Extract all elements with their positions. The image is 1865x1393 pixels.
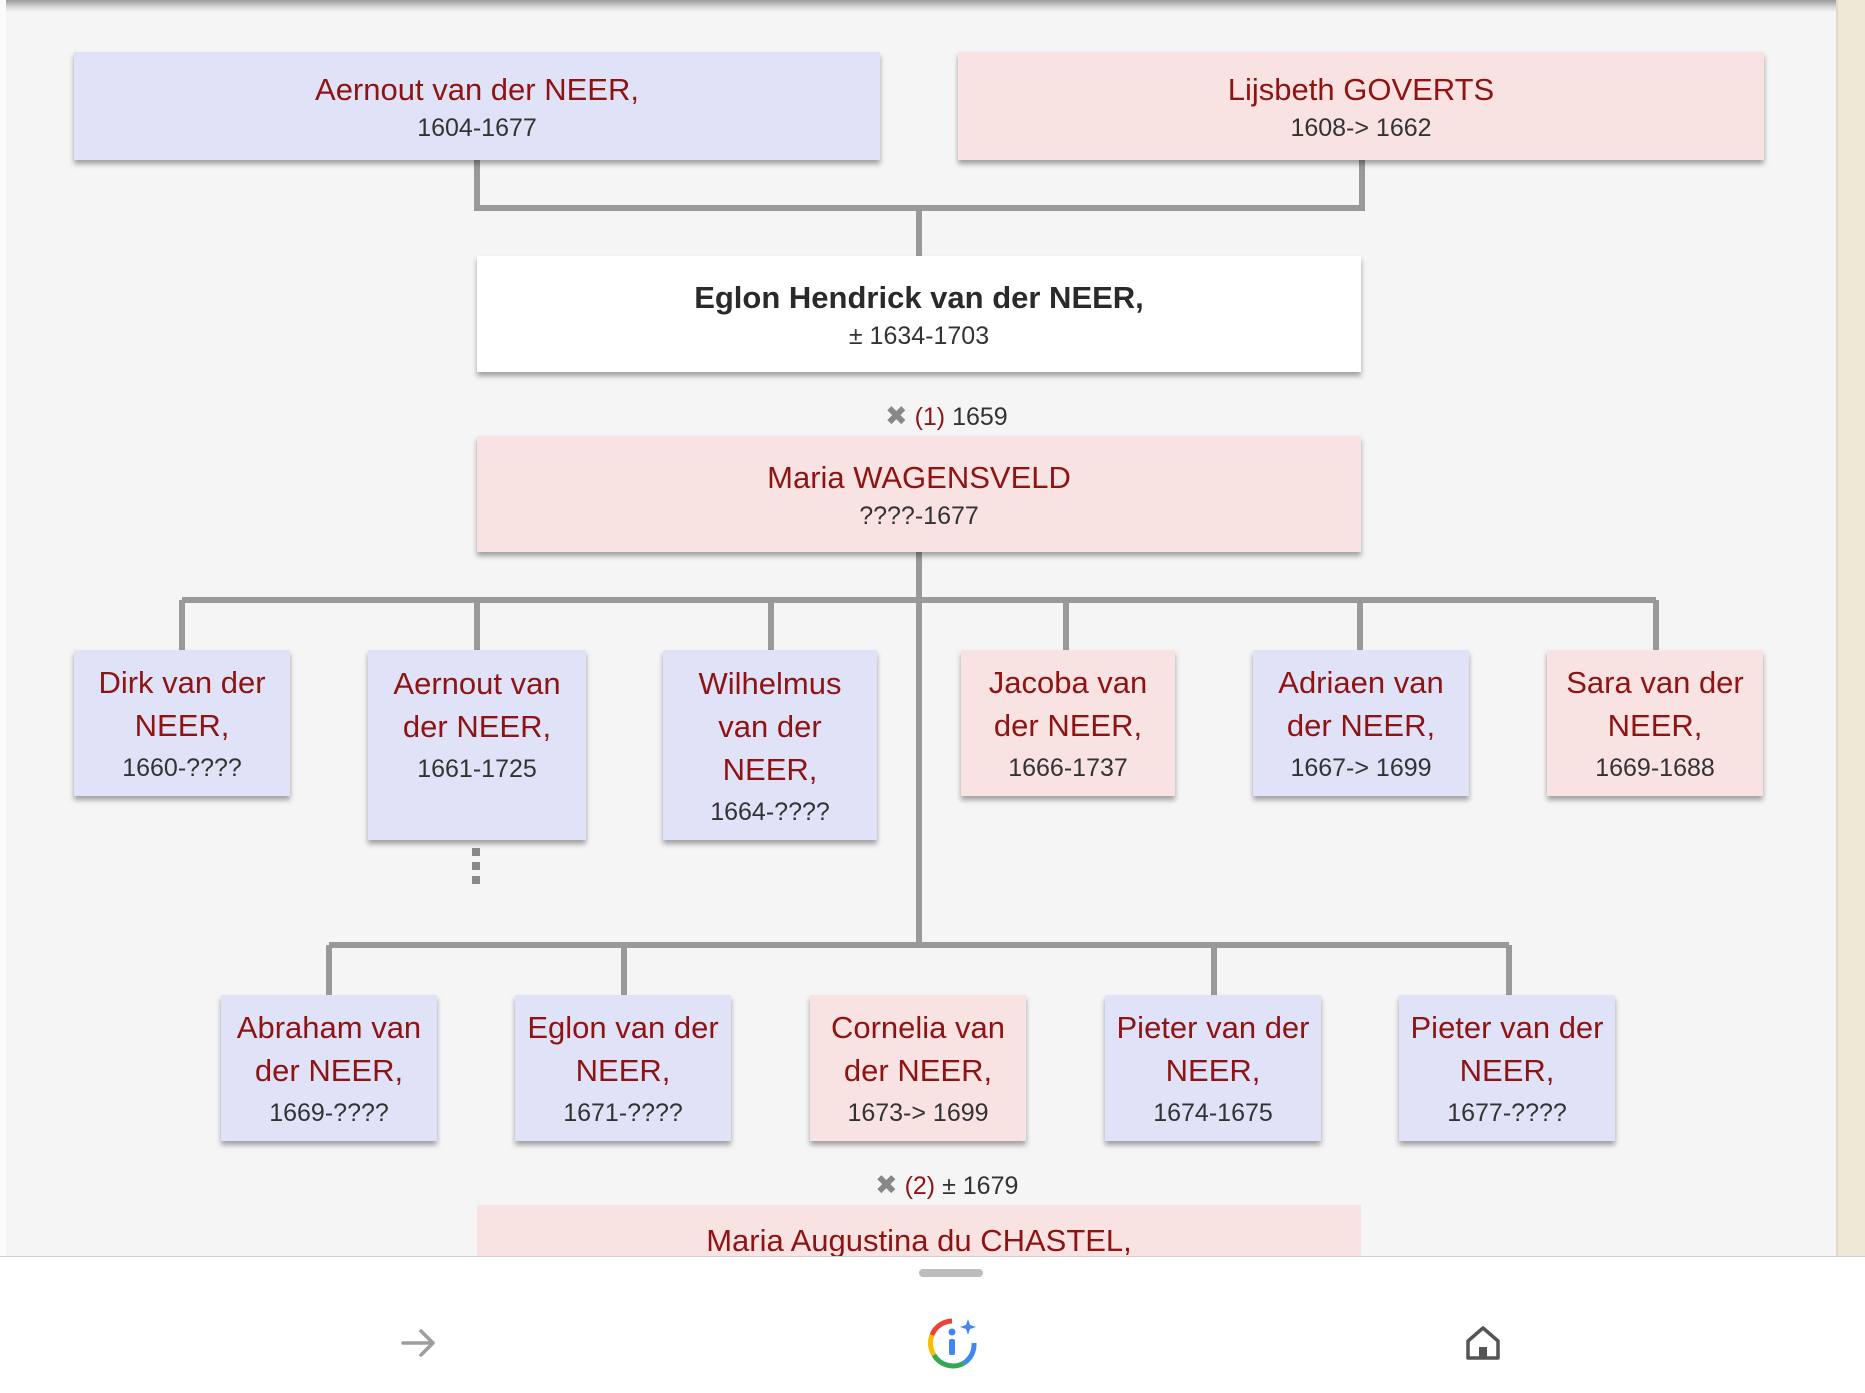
marriage-icon: ✖ <box>875 1170 898 1200</box>
child-name: Aernout van der NEER, <box>393 666 561 744</box>
child-name: Sara van der NEER, <box>1566 665 1744 743</box>
child-card[interactable]: Wilhelmus van der NEER, 1664-???? <box>663 650 877 840</box>
child-dates: 1671-???? <box>563 1099 683 1127</box>
child-card[interactable]: Adriaen van der NEER, 1667-> 1699 <box>1253 650 1469 796</box>
child-dates: 1674-1675 <box>1153 1099 1273 1127</box>
arrow-right-icon <box>401 1329 435 1357</box>
child-name: Dirk van der NEER, <box>98 665 266 743</box>
child-name: Eglon van der NEER, <box>527 1010 719 1088</box>
child-dates: 1666-1737 <box>1008 754 1128 782</box>
spouse-1-card[interactable]: Maria WAGENSVELD ????-1677 <box>477 436 1361 552</box>
main-person-dates: ± 1634-1703 <box>848 321 990 350</box>
forward-button[interactable] <box>389 1313 449 1373</box>
left-edge <box>0 0 6 1256</box>
mother-name: Lijsbeth GOVERTS <box>1227 71 1495 107</box>
marriage-1-label: ✖ (1) 1659 <box>885 401 1008 432</box>
mother-dates: 1608-> 1662 <box>1290 113 1432 142</box>
child-name: Jacoba van der NEER, <box>988 665 1148 743</box>
spouse-1-name: Maria WAGENSVELD <box>767 459 1071 495</box>
marriage-number[interactable]: (1) <box>914 403 946 431</box>
child-dates: 1660-???? <box>122 754 242 782</box>
child-name: Adriaen van der NEER, <box>1278 665 1444 743</box>
more-descendants-icon[interactable] <box>472 848 480 890</box>
main-person-name: Eglon Hendrick van der NEER, <box>694 279 1144 315</box>
child-card[interactable]: Sara van der NEER, 1669-1688 <box>1547 650 1763 796</box>
child-dates: 1673-> 1699 <box>847 1099 989 1127</box>
home-icon <box>1466 1326 1500 1360</box>
window-top-shadow <box>0 0 1865 12</box>
child-name: Pieter van der NEER, <box>1116 1010 1310 1088</box>
google-info-icon <box>928 1318 977 1369</box>
drag-handle[interactable] <box>919 1269 983 1277</box>
marriage-number[interactable]: (2) <box>904 1172 936 1200</box>
child-dates: 1667-> 1699 <box>1290 754 1432 782</box>
father-name: Aernout van der NEER, <box>315 71 639 107</box>
child-name: Abraham van der NEER, <box>236 1010 422 1088</box>
spouse-1-dates: ????-1677 <box>859 501 979 530</box>
mother-card[interactable]: Lijsbeth GOVERTS 1608-> 1662 <box>958 52 1764 160</box>
child-card[interactable]: Aernout van der NEER, 1661-1725 <box>368 650 586 840</box>
child-dates: 1669-???? <box>269 1099 389 1127</box>
marriage-date: 1659 <box>952 403 1008 431</box>
child-name: Pieter van der NEER, <box>1410 1010 1604 1088</box>
marriage-icon: ✖ <box>885 401 908 431</box>
bottom-navigation-bar <box>0 1256 1865 1393</box>
child-name: Wilhelmus van der NEER, <box>698 665 842 787</box>
child-dates: 1677-???? <box>1447 1099 1567 1127</box>
child-card[interactable]: Abraham van der NEER, 1669-???? <box>221 995 437 1141</box>
child-card[interactable]: Pieter van der NEER, 1674-1675 <box>1105 995 1321 1141</box>
home-button[interactable] <box>1453 1313 1513 1373</box>
marriage-2-label: ✖ (2) ± 1679 <box>875 1170 1018 1201</box>
tree-connectors <box>179 160 1659 995</box>
child-dates: 1664-???? <box>710 797 830 826</box>
father-dates: 1604-1677 <box>417 113 537 142</box>
child-card[interactable]: Cornelia van der NEER, 1673-> 1699 <box>810 995 1026 1141</box>
child-card[interactable]: Eglon van der NEER, 1671-???? <box>515 995 731 1141</box>
child-card[interactable]: Dirk van der NEER, 1660-???? <box>74 650 290 796</box>
spouse-2-name: Maria Augustina du CHASTEL, <box>706 1223 1132 1258</box>
main-person-card[interactable]: Eglon Hendrick van der NEER, ± 1634-1703 <box>477 256 1361 372</box>
marriage-date: ± 1679 <box>942 1172 1019 1200</box>
right-edge-strip <box>1836 0 1865 1256</box>
child-dates: 1661-1725 <box>417 755 537 783</box>
child-name: Cornelia van der NEER, <box>830 1010 1006 1088</box>
child-dates: 1669-1688 <box>1595 754 1715 782</box>
google-lens-button[interactable] <box>922 1313 982 1373</box>
child-card[interactable]: Jacoba van der NEER, 1666-1737 <box>961 650 1175 796</box>
father-card[interactable]: Aernout van der NEER, 1604-1677 <box>74 52 880 160</box>
child-card[interactable]: Pieter van der NEER, 1677-???? <box>1399 995 1615 1141</box>
